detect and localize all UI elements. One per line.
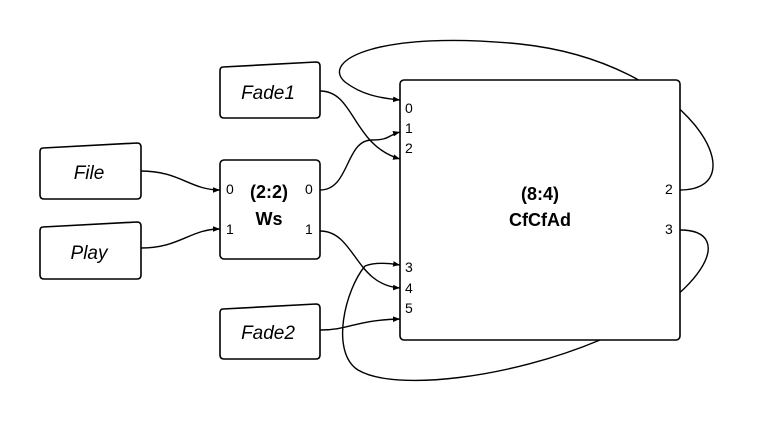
source-file[interactable]: File xyxy=(39,142,142,200)
source-fade1[interactable]: Fade1 xyxy=(219,61,321,119)
source-file-label: File xyxy=(74,163,105,184)
cfcfad-output-port-3[interactable]: 3 xyxy=(665,221,673,237)
wire-play-to-ws-1 xyxy=(140,226,221,249)
ws-output-port-1[interactable]: 1 xyxy=(305,221,313,237)
node-cfcfad-name: CfCfAd xyxy=(509,210,571,230)
ws-output-port-0[interactable]: 0 xyxy=(305,181,313,197)
node-ws-name: Ws xyxy=(256,209,283,229)
source-play-label: Play xyxy=(71,243,109,264)
wire-cfcfad-3-to-cfcfad-3 xyxy=(341,229,709,382)
source-play[interactable]: Play xyxy=(39,221,142,280)
source-fade2[interactable]: Fade2 xyxy=(219,303,321,360)
cfcfad-input-port-4[interactable]: 4 xyxy=(405,280,413,296)
node-ws[interactable]: (2:2) Ws 0 1 0 1 xyxy=(219,159,321,260)
cfcfad-input-port-2[interactable]: 2 xyxy=(405,140,413,156)
wire-fade1-to-cfcfad-2 xyxy=(319,90,401,160)
source-fade1-label: Fade1 xyxy=(241,83,295,104)
cfcfad-input-port-5[interactable]: 5 xyxy=(405,300,413,316)
wire-ws-1-to-cfcfad-4 xyxy=(319,230,401,291)
connections xyxy=(140,39,714,382)
wire-cfcfad-2-to-cfcfad-0 xyxy=(338,39,714,191)
cfcfad-output-port-2[interactable]: 2 xyxy=(665,181,673,197)
cfcfad-input-port-3[interactable]: 3 xyxy=(405,259,413,275)
ws-input-port-1[interactable]: 1 xyxy=(226,221,234,237)
node-ws-ratio: (2:2) xyxy=(250,182,288,202)
wire-file-to-ws-0 xyxy=(140,170,221,193)
wire-fade2-to-cfcfad-5 xyxy=(319,316,401,331)
node-cfcfad-ratio: (8:4) xyxy=(521,184,559,204)
cfcfad-input-port-1[interactable]: 1 xyxy=(405,120,413,136)
wire-ws-0-to-cfcfad-1 xyxy=(319,130,401,191)
node-cfcfad[interactable]: (8:4) CfCfAd 0 1 2 3 4 5 2 3 xyxy=(399,79,681,341)
ws-input-port-0[interactable]: 0 xyxy=(226,181,234,197)
cfcfad-input-port-0[interactable]: 0 xyxy=(405,100,413,116)
source-fade2-label: Fade2 xyxy=(241,323,295,344)
